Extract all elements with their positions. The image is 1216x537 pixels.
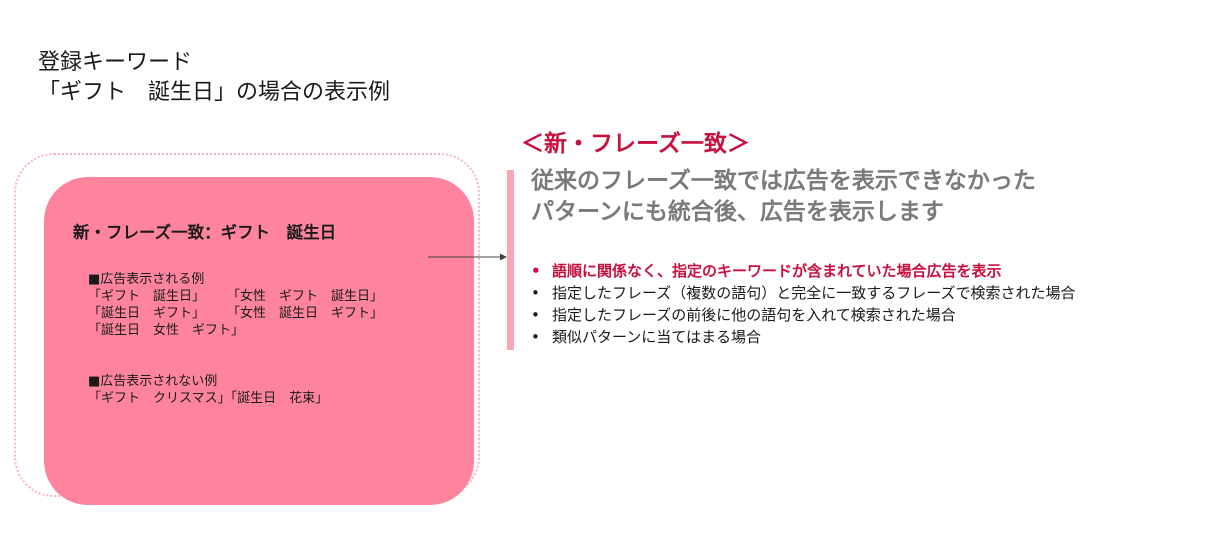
list-item-text: 類似パターンに当てはまる場合 [552,328,761,346]
bullet-icon: • [531,328,540,346]
slide-heading: 登録キーワード 「ギフト 誕生日」の場合の表示例 [38,48,390,108]
example-box [44,177,474,505]
example-box-title: 新・フレーズ一致：ギフト 誕生日 [73,223,337,242]
example-item: 「女性 ギフト 誕生日」 [227,289,384,304]
bullet-icon: • [531,262,541,280]
example-item: 「ギフト 誕生日」 [88,289,206,304]
list-item: • 指定したフレーズの前後に他の語句を入れて検索された場合 [531,304,1076,326]
list-item-text: 指定したフレーズ（複数の語句）と完全に一致するフレーズで検索された場合 [552,284,1076,302]
not-shown-examples: ■広告表示されない例 「ギフト クリスマス」「誕生日 花束」 [88,373,328,407]
bullet-icon: • [531,306,540,324]
example-row: 「誕生日 ギフト」 「女性 誕生日 ギフト」 [88,305,383,322]
example-row: 「誕生日 女性 ギフト」 [88,322,383,339]
list-item: • 類似パターンに当てはまる場合 [531,326,1076,348]
conditions-list: • 語順に関係なく、指定のキーワードが含まれていた場合広告を表示 • 指定したフレー… [531,260,1076,348]
example-item: 「誕生日 ギフト」 [88,306,206,321]
match-type-title: ＜新・フレーズ一致＞ [521,131,750,157]
example-item: 「誕生日 女性 ギフト」 [88,323,245,338]
lead-line-2: パターンにも統合後、広告を表示します [531,199,944,225]
heading-line-1: 登録キーワード [38,50,193,75]
right-arrow-icon [428,253,507,261]
list-item-text: 指定したフレーズの前後に他の語句を入れて検索された場合 [552,306,956,324]
example-item: 「女性 誕生日 ギフト」 [227,306,384,321]
lead-text: 従来のフレーズ一致では広告を表示できなかった パターンにも統合後、広告を表示しま… [531,166,1036,228]
lead-line-1: 従来のフレーズ一致では広告を表示できなかった [531,168,1036,194]
shown-examples-label: ■広告表示される例 [88,272,205,287]
not-shown-examples-line: 「ギフト クリスマス」「誕生日 花束」 [88,391,329,406]
accent-bar [507,170,514,350]
not-shown-examples-label: ■広告表示されない例 [88,374,218,389]
shown-examples: ■広告表示される例 「ギフト 誕生日」 「女性 ギフト 誕生日」 「誕生日 ギフト… [88,271,383,339]
list-item: • 指定したフレーズ（複数の語句）と完全に一致するフレーズで検索された場合 [531,282,1076,304]
list-item: • 語順に関係なく、指定のキーワードが含まれていた場合広告を表示 [531,260,1076,282]
example-row: 「ギフト 誕生日」 「女性 ギフト 誕生日」 [88,288,383,305]
bullet-icon: • [531,284,540,302]
list-item-text: 語順に関係なく、指定のキーワードが含まれていた場合広告を表示 [552,262,1002,280]
heading-line-2: 「ギフト 誕生日」の場合の表示例 [38,80,391,105]
